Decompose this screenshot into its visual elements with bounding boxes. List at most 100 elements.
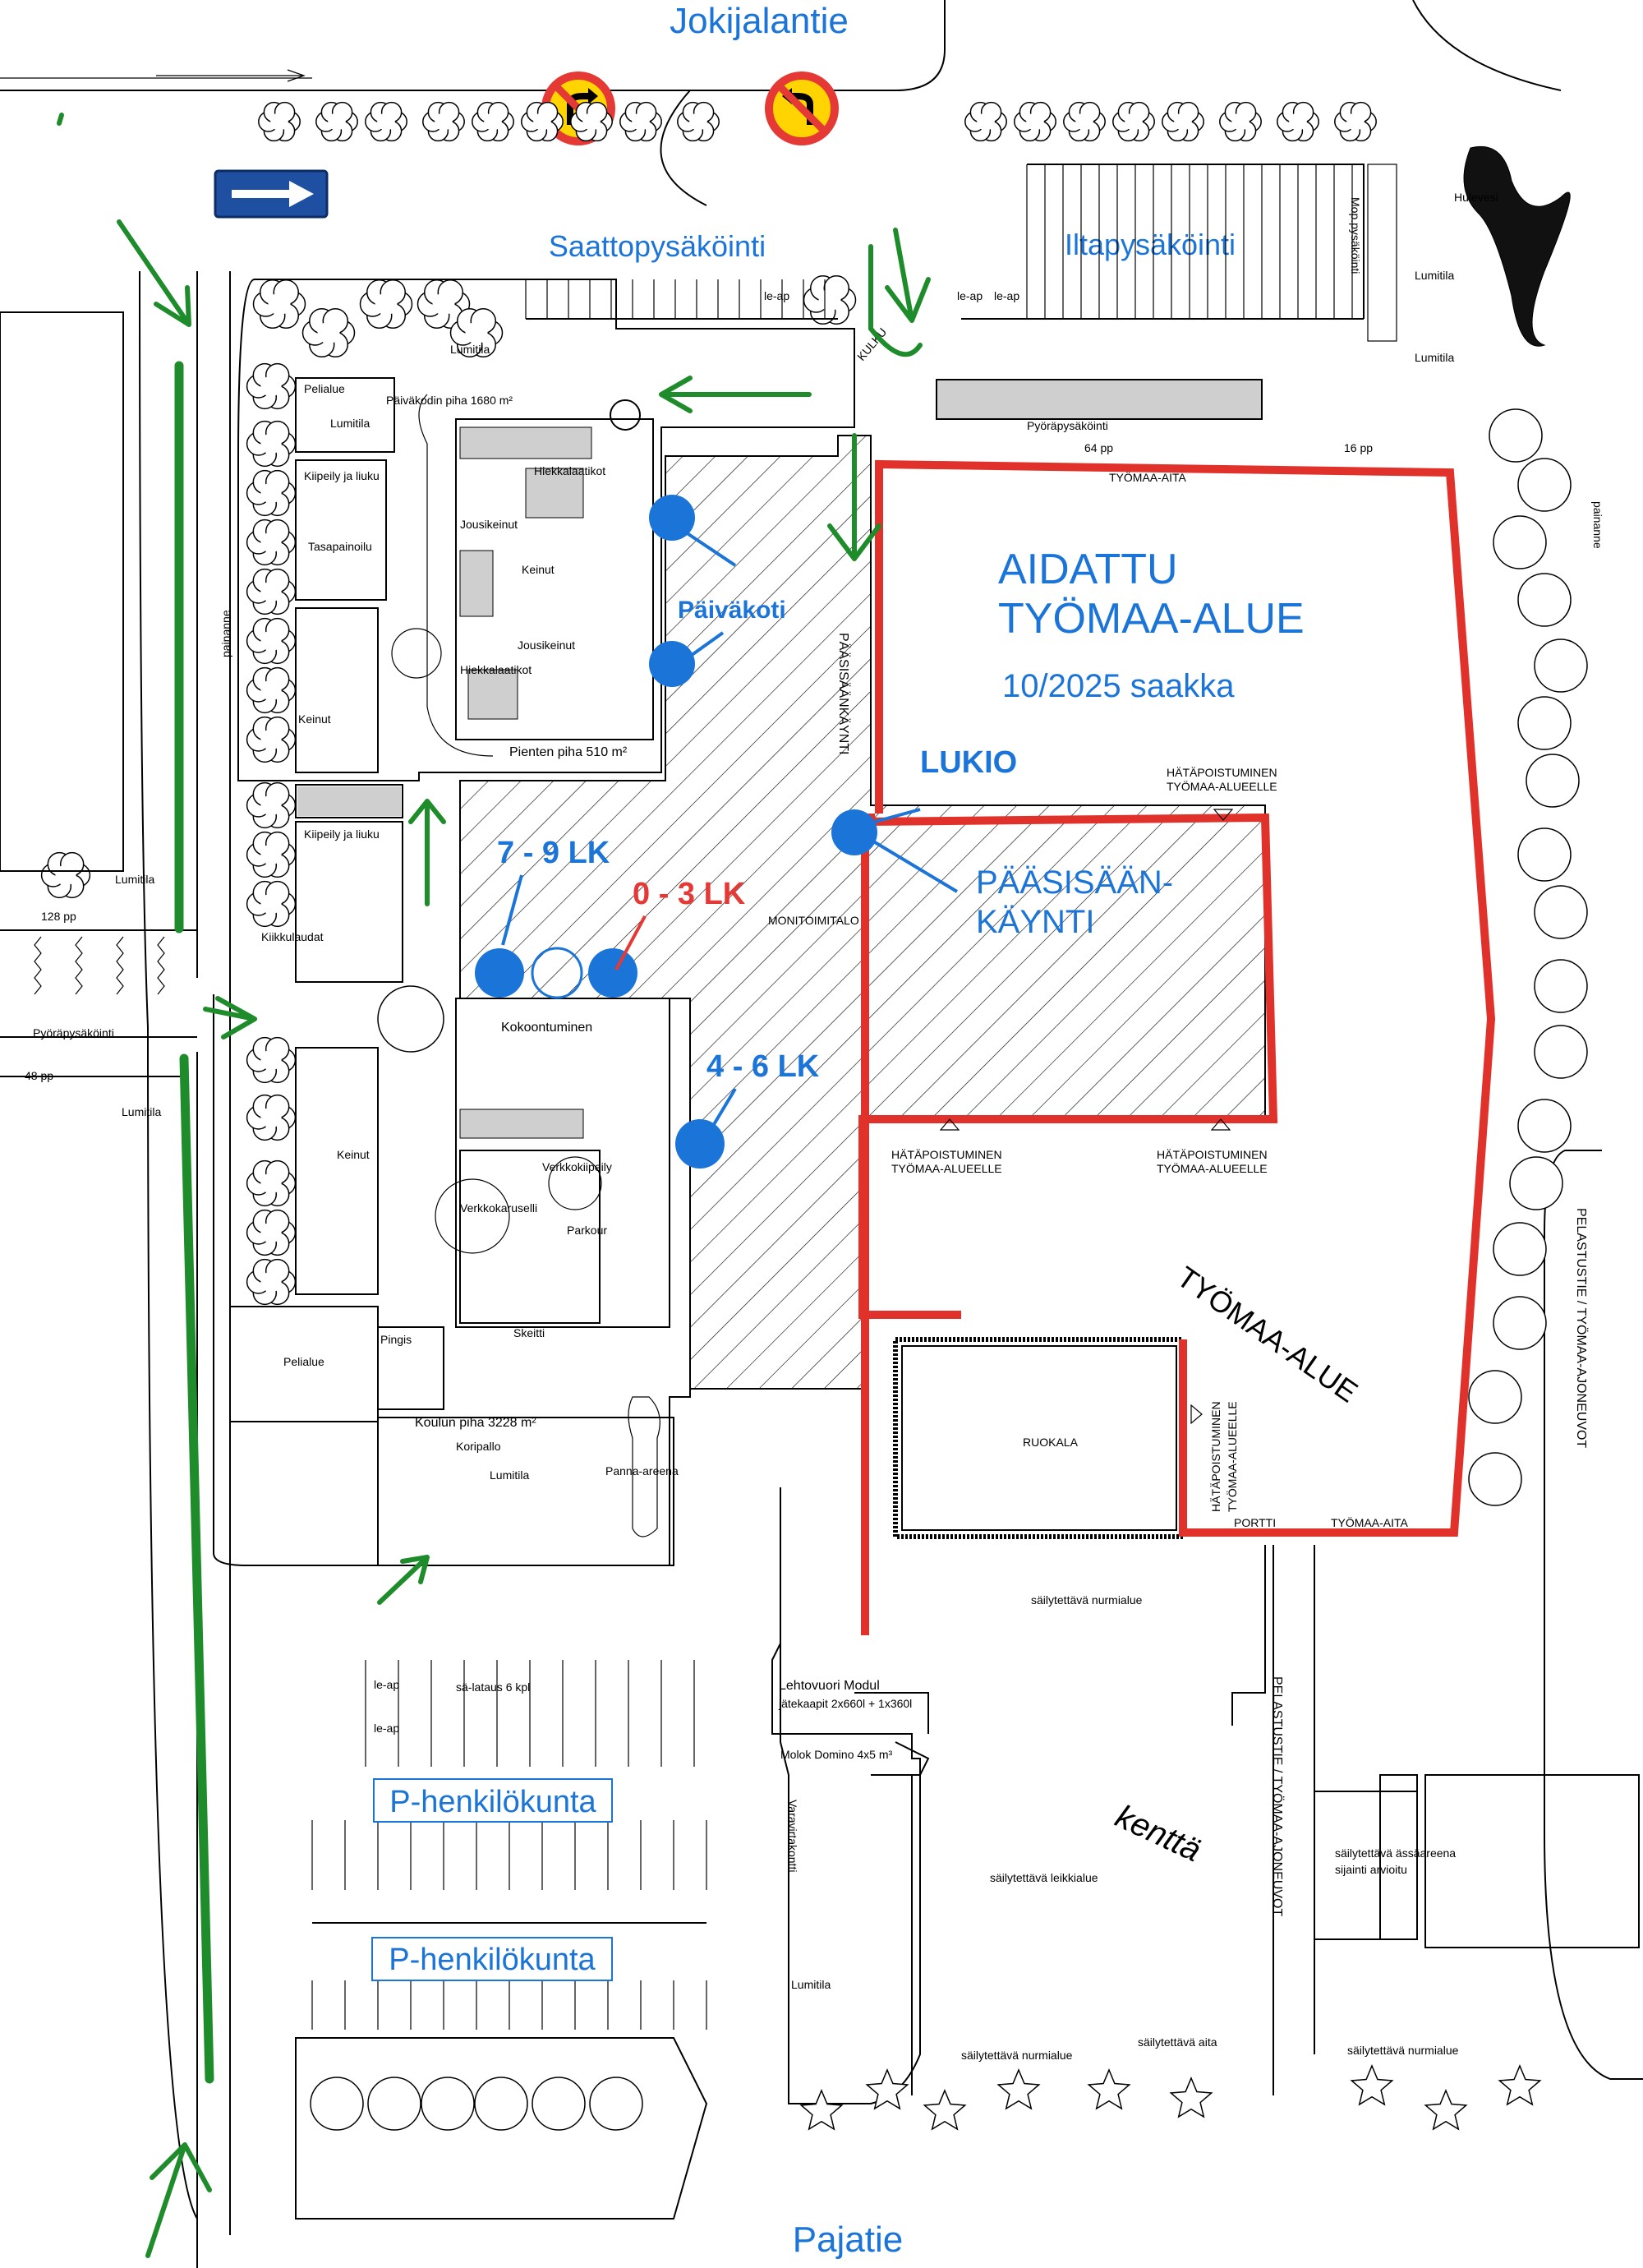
preserved-lawn-1: säilytettävä nurmialue [1031, 1593, 1143, 1606]
main-entrance-line2: KÄYNTI [976, 904, 1094, 940]
bush-icon [315, 101, 358, 142]
emergency-exit-4-icon [1190, 1404, 1203, 1425]
tree-icon [1493, 1222, 1547, 1276]
tree-icon [1509, 1156, 1563, 1210]
pp-128-label: 128 pp [41, 910, 76, 923]
bush-icon [246, 1209, 297, 1256]
bush-icon [246, 831, 297, 878]
tree-icon [367, 2077, 421, 2131]
lumitila-south-label: Lumitila [791, 1978, 831, 1991]
dropoff-parking-label: Saattopysäköinti [549, 229, 766, 263]
hiekkalaatikot-label-2: Hiekkalaatikot [460, 663, 532, 676]
tree-icon [1517, 827, 1572, 882]
tree-icon [1489, 408, 1543, 463]
tree-icon [1534, 638, 1588, 693]
kiipeily-1-label: Kiipeily ja liuku [304, 469, 380, 482]
painanne-ne-label: painanne [1591, 501, 1604, 549]
emergency-exit-2b: TYÖMAA-ALUEELLE [891, 1161, 1002, 1175]
grades-4-6-entrance-marker [675, 1119, 725, 1169]
le-ap-label-3: le-ap [994, 289, 1019, 302]
tree-icon [310, 2077, 364, 2131]
bush-icon [246, 1094, 297, 1141]
evening-parking-label: Iltapysäköinti [1065, 228, 1236, 261]
fence-label-south: TYÖMAA-AITA [1331, 1515, 1409, 1529]
pelialue-school-label: Pelialue [283, 1355, 324, 1368]
staff-parking-label-1: P-henkilökunta [389, 1785, 596, 1819]
tree-icon [1517, 1099, 1572, 1153]
ice-arena-label: säilytettävä ässäareena [1335, 1846, 1456, 1860]
lumitila-north-label: Lumitila [450, 343, 490, 356]
le-ap-label-5: le-ap [374, 1722, 399, 1735]
pedestrian-route-arrows [57, 113, 931, 2258]
grades-7-9-label: 7 - 9 LK [497, 836, 610, 870]
emergency-exit-4b: TYÖMAA-ALUEELLE [1225, 1401, 1239, 1512]
staff-parking-label-2: P-henkilökunta [389, 1943, 596, 1977]
emergency-exit-1a: HÄTÄPOISTUMINEN [1167, 766, 1277, 779]
shrub-star-icon [1350, 2064, 1394, 2106]
bicycle-parking-label-west: Pyöräpysäköinti [33, 1026, 114, 1040]
lumitila-west-2: Lumitila [122, 1105, 161, 1118]
ruokala-label: RUOKALA [1023, 1436, 1079, 1449]
preserved-lawn-2: säilytettävä nurmialue [961, 2049, 1073, 2062]
panna-areena-label: Panna-areena [605, 1464, 679, 1477]
south-area [295, 1487, 1640, 2220]
tree-icon [1493, 1296, 1547, 1350]
grades-7-9-entrance-marker [475, 948, 524, 998]
shrub-star-icon [865, 2068, 909, 2110]
tree-icon [1517, 458, 1572, 512]
bush-icon [1162, 101, 1204, 142]
le-ap-label-2: le-ap [957, 289, 983, 302]
emergency-exit-1-icon [1213, 809, 1234, 821]
bush-icon [1112, 101, 1155, 142]
fence-label-north: TYÖMAA-AITA [1109, 470, 1187, 484]
preserved-fence: säilytettävä aita [1138, 2035, 1217, 2049]
bush-icon [570, 101, 613, 142]
rescue-road-label-south: PELASTUSTIE / TYÖMAA-AJONEUVOT [1270, 1676, 1285, 1916]
lumitila-ne-2: Lumitila [1415, 351, 1454, 364]
bush-icon [246, 420, 297, 468]
north-road [0, 0, 1562, 206]
pp-64-label: 64 pp [1084, 441, 1113, 454]
bush-icon [246, 1036, 297, 1084]
main-entrance-vertical-label: PÄÄSISÄÄNKÄYNTI [836, 633, 851, 755]
road-label-pajatie: Pajatie [793, 2220, 904, 2260]
road-label-jokijalantie: Jokijalantie [670, 1, 849, 41]
tree-row-south [310, 2064, 1542, 2131]
le-ap-label-1: le-ap [764, 289, 789, 302]
pelialue-daycare-label: Pelialue [304, 382, 345, 395]
bush-icon [246, 1159, 297, 1207]
daycare-yard [237, 279, 855, 781]
bush-icon [246, 781, 297, 829]
bush-icon [246, 617, 297, 665]
middle-play-area [295, 784, 403, 983]
pp-16-label: 16 pp [1344, 441, 1373, 454]
emergency-exit-3-icon [1210, 1118, 1231, 1131]
west-road [0, 270, 231, 2268]
daycare-entrance-marker-2 [649, 641, 695, 687]
tree-icon [1517, 573, 1572, 627]
bush-icon [472, 101, 514, 142]
bicycle-parking-strip [936, 379, 1263, 420]
shrub-star-icon [799, 2089, 844, 2131]
kiikkulaudat-label: Kiikkulaudat [261, 930, 324, 943]
bush-icon [246, 568, 297, 615]
bush-icon [246, 1258, 297, 1306]
moped-parking-label: Mop.pysäköinti [1349, 197, 1362, 274]
waste-bins-label: jätekaapit 2x660l + 1x360l [778, 1697, 912, 1710]
bush-icon [258, 101, 301, 142]
keinut-daycare-label: Keinut [298, 712, 331, 726]
tree-icon [1493, 515, 1547, 569]
work-area-label: TYÖMAA-ALUE [1171, 1260, 1364, 1409]
skeitti-label: Skeitti [513, 1326, 545, 1339]
no-right-turn-sign-icon [765, 71, 839, 145]
grades-4-6-label: 4 - 6 LK [706, 1049, 820, 1084]
school-yard-label: Koulun piha 3228 m² [415, 1416, 536, 1430]
verkkokiipeily-label: Verkkokiipeily [542, 1160, 612, 1173]
painanne-west-label: painanne [219, 610, 232, 657]
hiekkalaatikot-label-1: Hiekkalaatikot [534, 464, 605, 477]
stormwater-area [1463, 145, 1571, 347]
shrub-star-icon [1424, 2089, 1468, 2131]
staff-parking-box-1 [373, 1778, 613, 1823]
tree-icon [1517, 696, 1572, 750]
